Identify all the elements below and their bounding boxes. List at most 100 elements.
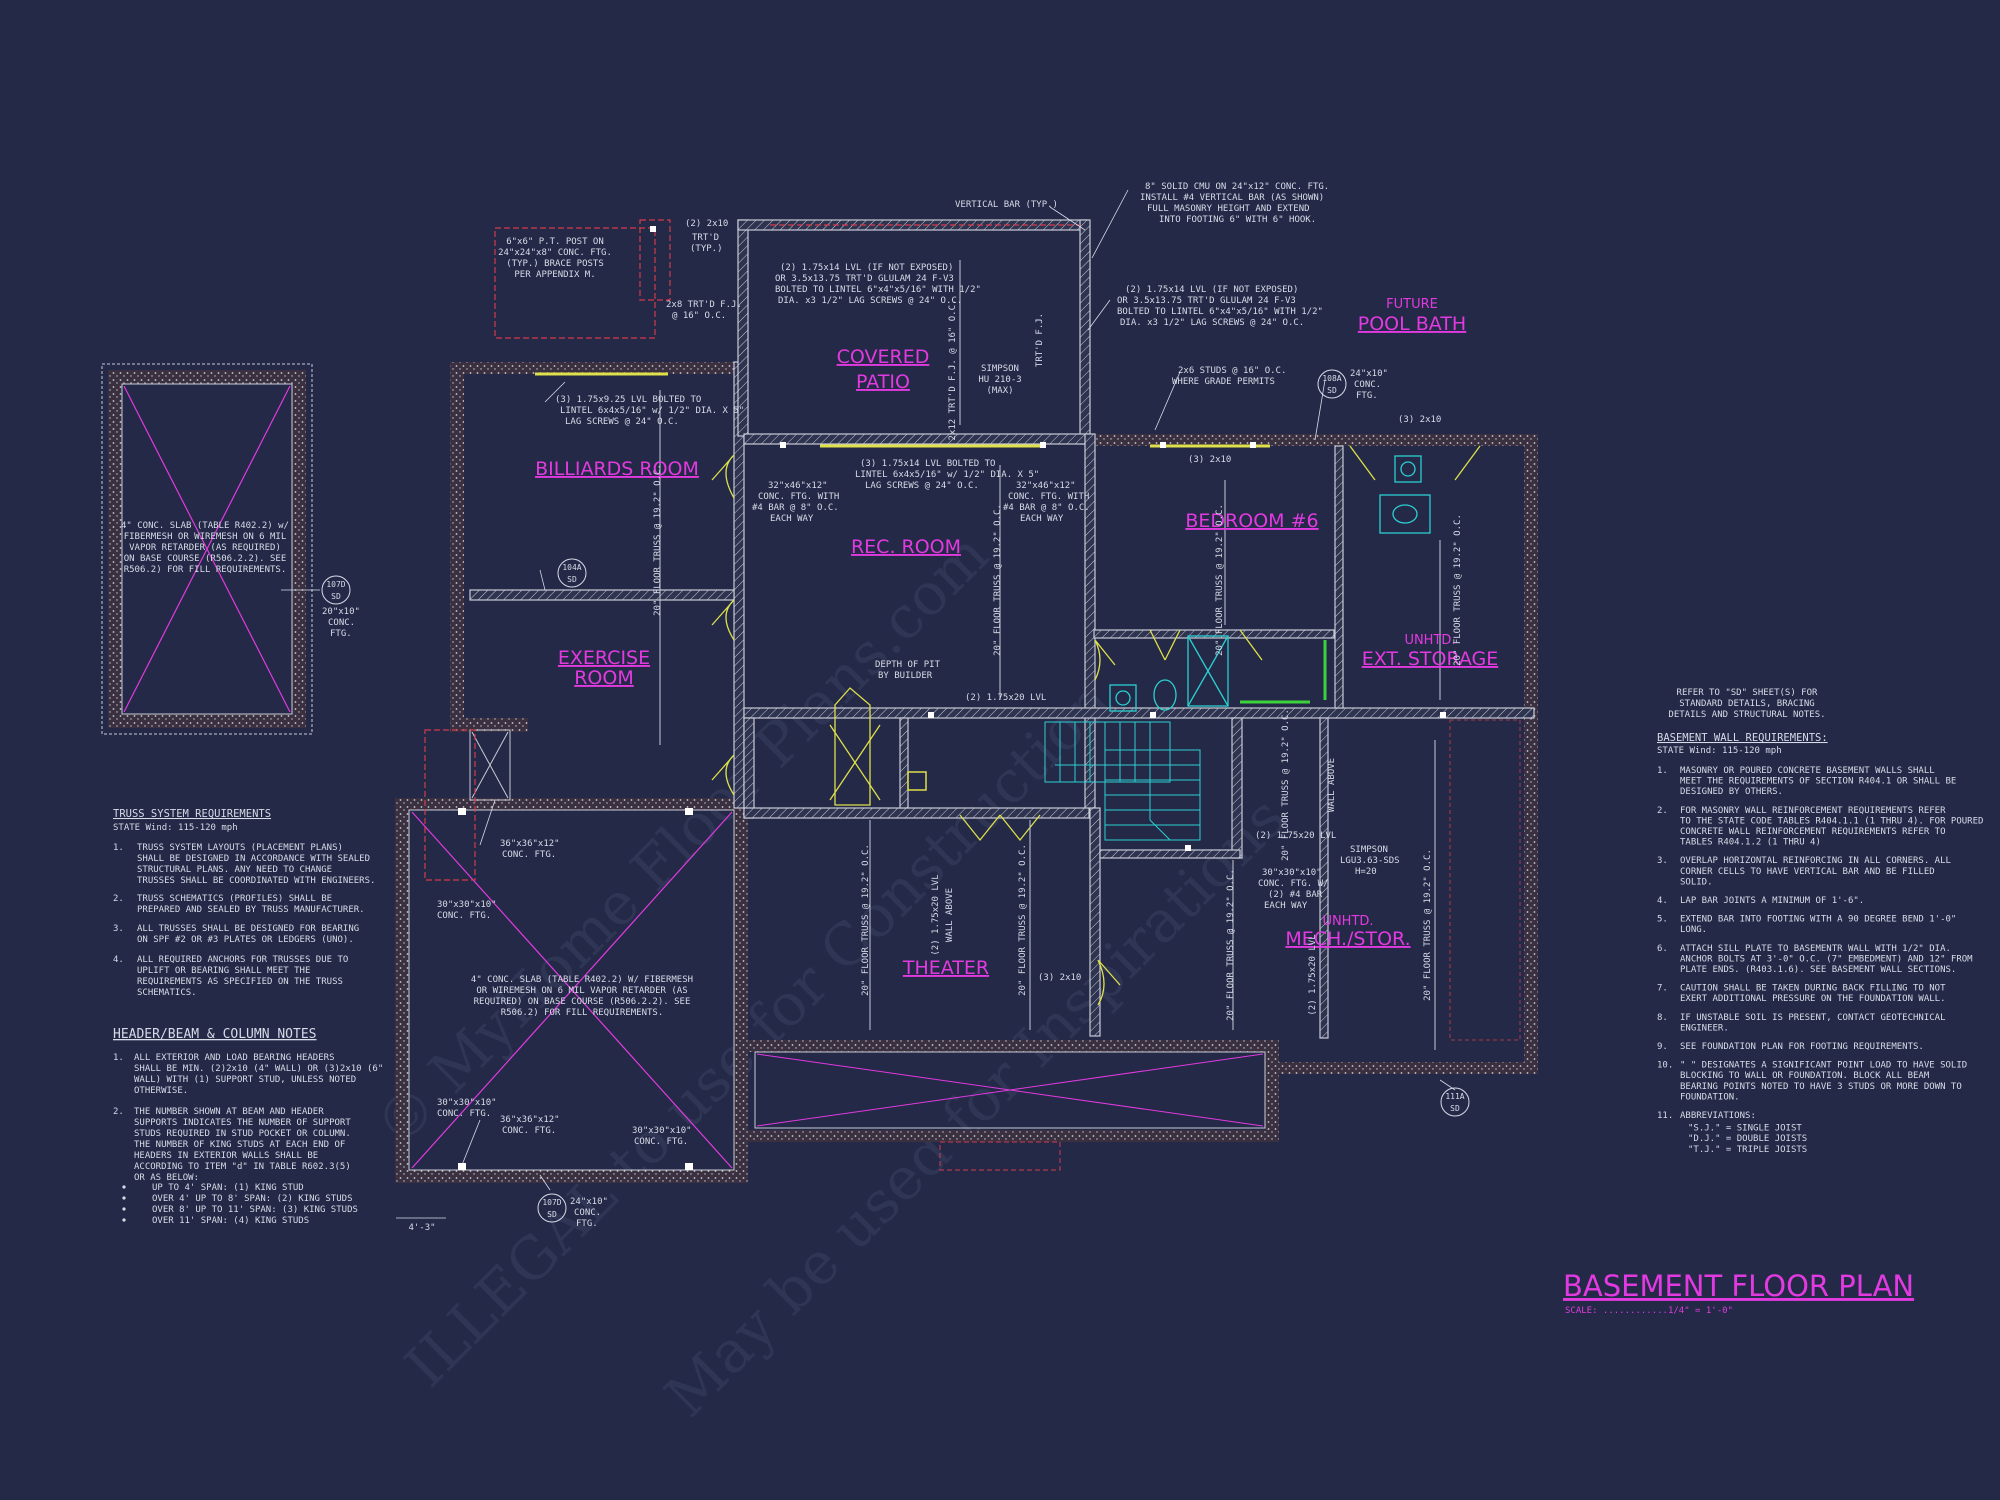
room-bedroom: BEDROOM #6 — [1185, 510, 1318, 532]
room-mech: MECH./STOR. — [1285, 928, 1410, 950]
callout-truss-billiards: 20" FLOOR TRUSS @ 19.2" O.C. — [653, 464, 663, 616]
callout-cmu-3: FULL MASONRY HEIGHT AND EXTEND — [1147, 204, 1310, 214]
basement-notes-wind: STATE Wind: 115-120 mph — [1657, 746, 1782, 756]
header-note-2-line-2: SUPPORTS INDICATES THE NUMBER OF SUPPORT — [134, 1118, 351, 1128]
tag-108a-sheet: SD — [1327, 386, 1337, 395]
basement-note-line: PLATE ENDS. (R403.1.6). SEE BASEMENT WAL… — [1680, 965, 1956, 975]
tag-107d-id: 107D — [326, 580, 345, 589]
fixtures — [1109, 455, 1431, 712]
callout-vertical-bar: VERTICAL BAR (TYP.) — [955, 200, 1058, 210]
callout-trtd-fj-1: 2x8 TRT'D F.J. — [666, 300, 742, 310]
room-billiards: BILLIARDS ROOM — [535, 458, 699, 480]
basement-note-number: 9. — [1657, 1042, 1668, 1052]
callout-ftg36-bot-2: CONC. FTG. — [502, 1126, 556, 1136]
basement-note-line: IF UNSTABLE SOIL IS PRESENT, CONTACT GEO… — [1680, 1013, 1946, 1023]
truss-note-2-line-1: TRUSS SCHEMATICS (PROFILES) SHALL BE — [137, 894, 332, 904]
basement-note-number: 7. — [1657, 984, 1668, 994]
callout-2x10-2: TRT'D — [692, 233, 719, 243]
basement-note-line: BLOCKING TO WALL OR FOUNDATION. BLOCK AL… — [1680, 1071, 1930, 1081]
callout-post-3: (TYP.) BRACE POSTS — [506, 259, 604, 269]
callout-lvl-rec-2: LINTEL 6x4x5/16" w/ 1/2" DIA. X 5" — [855, 470, 1039, 480]
truss-notes-wind: STATE Wind: 115-120 mph — [113, 823, 238, 833]
callout-truss-th2: 20" FLOOR TRUSS @ 19.2" O.C. — [1018, 844, 1028, 996]
truss-note-1-line-2: SHALL BE DESIGNED IN ACCORDANCE WITH SEA… — [137, 854, 370, 864]
callout-ftg32-left-2: CONC. FTG. WITH — [758, 492, 839, 502]
room-covered-patio-2: PATIO — [856, 371, 910, 393]
room-unhtd-2: UNHTD. — [1322, 914, 1373, 929]
stairs — [1044, 721, 1201, 841]
callout-ftg30-br-1: 30"x30"x10" — [632, 1126, 692, 1136]
callout-ftg-108a-3: FTG. — [1356, 391, 1378, 401]
callout-2x10-1: (2) 2x10 — [685, 219, 728, 229]
callout-cmu-4: INTO FOOTING 6" WITH 6" HOOK. — [1159, 215, 1316, 225]
callout-post-1: 6"x6" P.T. POST ON — [506, 237, 604, 247]
callout-trtd-fj-2: @ 16" O.C. — [672, 311, 726, 321]
callout-lvl-rec-beam: (2) 1.75x20 LVL — [965, 693, 1046, 703]
callout-lvl-rec-3: LAG SCREWS @ 24" O.C. — [865, 481, 979, 491]
callout-post: 6"x6" P.T. POST ON 24"x24"x8" CONC. FTG.… — [498, 237, 612, 280]
header-bullet-1: UP TO 4' SPAN: (1) KING STUD — [152, 1183, 304, 1193]
basement-note-line: SOLID. — [1680, 877, 1713, 887]
callout-ftg-107d-3: FTG. — [330, 629, 352, 639]
callout-ftg36-bot-1: 36"x36"x12" — [500, 1115, 560, 1125]
truss-note-3-line-2: ON SPF #2 OR #3 PLATES OR LEDGERS (UNO). — [137, 935, 354, 945]
callout-simpson-lgu-2: LGU3.63-SDS — [1340, 856, 1400, 866]
basement-note-line: MEET THE REQUIREMENTS OF SECTION R404.1 … — [1680, 777, 1956, 787]
callout-lvl-rec-1: (3) 1.75x14 LVL BOLTED TO — [860, 459, 995, 469]
header-bullet-2: OVER 4' UP TO 8' SPAN: (2) KING STUDS — [152, 1194, 352, 1204]
abbreviation-line: "S.J." = SINGLE JOIST — [1688, 1124, 1802, 1134]
truss-note-1-num: 1. — [113, 843, 124, 853]
truss-note-2-line-2: PREPARED AND SEALED BY TRUSS MANUFACTURE… — [137, 905, 365, 915]
truss-notes: TRUSS SYSTEM REQUIREMENTS STATE Wind: 11… — [113, 808, 375, 998]
header-note-2-line-3: STUDS REQUIRED IN STUD POCKET OR COLUMN. — [134, 1129, 351, 1139]
callout-ftg30-br-2: CONC. FTG. — [634, 1137, 688, 1147]
callout-lvl-patio-4: DIA. x3 1/2" LAG SCREWS @ 24" O.C. — [778, 296, 962, 306]
callout-simpson-lgu-3: H=20 — [1355, 867, 1377, 877]
callout-ftg32-right-3: #4 BAR @ 8" O.C. — [1003, 503, 1090, 513]
room-rec: REC. ROOM — [851, 536, 961, 558]
callout-ftg32-right-4: EACH WAY — [1020, 514, 1064, 524]
basement-notes-title: BASEMENT WALL REQUIREMENTS: — [1657, 732, 1828, 744]
callout-slab-left-1: 4" CONC. SLAB (TABLE R402.2) w/ — [121, 521, 289, 531]
truss-note-4-line-4: SCHEMATICS. — [137, 988, 197, 998]
tag-104a-sheet: SD — [567, 575, 577, 584]
room-covered-patio-1: COVERED — [837, 346, 930, 368]
truss-note-3-num: 3. — [113, 924, 124, 934]
callout-ftg-107d-b-2: CONC. — [574, 1208, 601, 1218]
callout-ftg-107d-b-3: FTG. — [576, 1219, 598, 1229]
room-future: FUTURE — [1386, 297, 1438, 312]
truss-note-1-line-1: TRUSS SYSTEM LAYOUTS (PLACEMENT PLANS) — [137, 843, 343, 853]
header-note-1-line-1: ALL EXTERIOR AND LOAD BEARING HEADERS — [134, 1053, 334, 1063]
callout-lvl-right-1: (2) 1.75x14 LVL (IF NOT EXPOSED) — [1125, 285, 1298, 295]
callout-ftg30-bl-1: 30"x30"x10" — [437, 1098, 497, 1108]
truss-note-4-line-3: REQUIREMENTS AS SPECIFIED ON THE TRUSS — [137, 977, 343, 987]
header-notes-title: HEADER/BEAM & COLUMN NOTES — [113, 1027, 317, 1042]
callout-2x10-3: (TYP.) — [690, 244, 723, 254]
tag-111a-sheet: SD — [1450, 1104, 1460, 1113]
callout-truss-mech3: 20" FLOOR TRUSS @ 19.2" O.C. — [1423, 849, 1433, 1001]
callout-trtd-fj-small: TRT'D F.J. — [1035, 313, 1045, 367]
basement-note-line: " " DESIGNATES A SIGNIFICANT POINT LOAD … — [1680, 1061, 1967, 1071]
tag-107d-b-sheet: SD — [547, 1210, 557, 1219]
callout-lvl-patio-3: BOLTED TO LINTEL 6"x4"x5/16" WITH 1/2" — [775, 285, 981, 295]
abbreviation-line: "T.J." = TRIPLE JOISTS — [1688, 1145, 1807, 1155]
room-ext-storage: EXT. STORAGE — [1362, 648, 1499, 670]
tag-107d-sheet: SD — [331, 592, 341, 601]
header-note-1-num: 1. — [113, 1053, 124, 1063]
truss-note-4-line-1: ALL REQUIRED ANCHORS FOR TRUSSES DUE TO — [137, 955, 348, 965]
tag-108a-id: 108A — [1322, 374, 1341, 383]
basement-note-line: FOUNDATION. — [1680, 1092, 1740, 1102]
callout-slab-left-5: R506.2) FOR FILL REQUIREMENTS. — [124, 565, 287, 575]
callout-slab-garage-4: R506.2) FOR FILL REQUIREMENTS. — [501, 1008, 664, 1018]
header-bullet-4: OVER 11' SPAN: (4) KING STUDS — [152, 1216, 309, 1226]
callout-ftg32-left-1: 32"x46"x12" — [768, 481, 828, 491]
basement-note-number: 5. — [1657, 915, 1668, 925]
tag-104a-id: 104A — [562, 563, 581, 572]
basement-note-number: 10. — [1657, 1061, 1673, 1071]
callout-lvl-billiards-3: LAG SCREWS @ 24" O.C. — [565, 417, 679, 427]
callout-ftg-108a-1: 24"x10" — [1350, 369, 1388, 379]
callout-lvl-right-3: BOLTED TO LINTEL 6"x4"x5/16" WITH 1/2" — [1117, 307, 1323, 317]
foundation-walls — [395, 362, 1538, 1183]
